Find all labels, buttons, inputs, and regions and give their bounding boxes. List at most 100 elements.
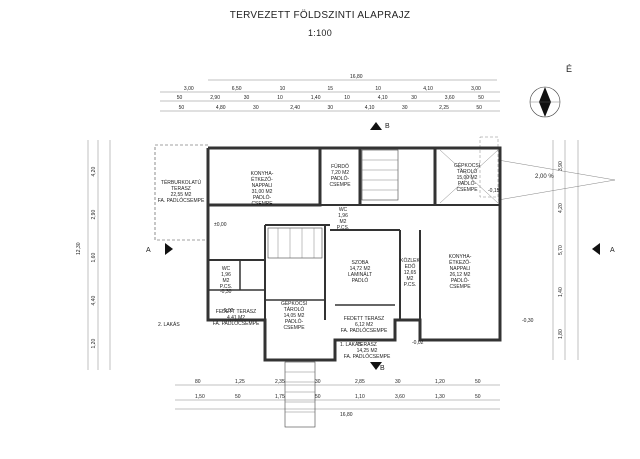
room-label-line: KÖZLEK xyxy=(400,257,420,264)
dim-value: 10 xyxy=(344,95,350,101)
room-label-line: 22,55 M2 xyxy=(171,192,192,198)
dim-value: 30 xyxy=(315,379,321,385)
room-label-line: PADLÓ xyxy=(352,277,369,284)
dim-value: 1,20 xyxy=(91,339,97,349)
dim-value: 2,90 xyxy=(91,210,97,220)
dim-value: 2,40 xyxy=(290,105,300,111)
dim-value: 1,80 xyxy=(558,329,564,339)
level-marks: ±0,00-0,02-0,15-0,30-0,02-0,30 xyxy=(214,188,534,346)
room-label-line: 26,12 M2 xyxy=(450,272,471,278)
dim-value: 5,70 xyxy=(558,245,564,255)
room-label-line: SZOBA xyxy=(352,260,370,266)
room-label-line: FA. PADLÓCSEMPE xyxy=(341,327,388,334)
svg-text:A: A xyxy=(610,247,615,254)
room-label-line: PADLÓ- xyxy=(285,318,304,325)
dim-column-left: 4,202,901,604,401,20 xyxy=(91,167,97,349)
dim-value: 10 xyxy=(280,86,286,92)
dim-value: 50 xyxy=(177,95,183,101)
room-label-line: PADLÓ- xyxy=(458,180,477,187)
room-label-line: 14,05 M2 xyxy=(284,313,305,319)
room-label-line: M2 xyxy=(340,219,347,225)
dim-column-right: 3,90 4,20 5,70 1,40 1,80 xyxy=(558,161,564,339)
dim-value: 4,20 xyxy=(558,203,564,213)
room-label-line: WC xyxy=(222,266,231,272)
dim-value: 2,90 xyxy=(210,95,220,101)
room-label-line: P.CS. xyxy=(337,225,349,231)
dim-value: 30 xyxy=(244,95,250,101)
room-label-line: NAPPALI xyxy=(252,183,273,189)
callout-lakas-2: 2. LAKÁS xyxy=(158,321,180,328)
dim-value: 1,60 xyxy=(91,253,97,263)
dim-value: 50 xyxy=(235,394,241,400)
level-mark: -0,30 xyxy=(220,289,232,295)
dim-value: 2,35 xyxy=(275,379,285,385)
dim-value: 3,00 xyxy=(471,86,481,92)
level-mark: -0,30 xyxy=(522,318,534,324)
dim-value: 1,40 xyxy=(558,287,564,297)
dim-value: 10 xyxy=(277,95,283,101)
room-label-line: PADLÓ- xyxy=(331,175,350,182)
dim-value: 50 xyxy=(475,394,481,400)
room-label-line: 6,12 M2 xyxy=(355,322,373,328)
dim-value: 3,90 xyxy=(558,161,564,171)
room-label-line: TÁROLÓ xyxy=(284,306,305,313)
room-label-line: 1,96 xyxy=(338,213,348,219)
dim-value: 4,10 xyxy=(378,95,388,101)
drawing-scale: 1:100 xyxy=(307,28,333,38)
dim-left-total: 12,30 xyxy=(76,242,82,255)
room-label-line: GÉPKOCSI xyxy=(454,162,480,169)
north-label: É xyxy=(566,64,572,74)
dim-value: 4,20 xyxy=(91,167,97,177)
room-label-line: 15,00 M2 xyxy=(457,175,478,181)
dim-value: 10 xyxy=(375,86,381,92)
room-label-line: TERASZ xyxy=(171,186,191,192)
dim-top-overall: 16,80 xyxy=(350,74,363,80)
dim-value: 3,60 xyxy=(395,394,405,400)
section-marker-a-left: A xyxy=(146,243,173,255)
room-label-line: TÉRBURKOLATÚ xyxy=(161,179,202,186)
level-mark: -0,02 xyxy=(222,308,234,314)
room-label-line: TÁROLÓ xyxy=(457,168,478,175)
dim-value: 50 xyxy=(179,105,185,111)
dim-value: 4,10 xyxy=(423,86,433,92)
dim-value: 30 xyxy=(395,379,401,385)
dim-value: 1,30 xyxy=(435,394,445,400)
dim-value: 50 xyxy=(475,379,481,385)
room-label-line: NAPPALI xyxy=(450,266,471,272)
room-label-line: P.CS. xyxy=(220,284,232,290)
level-mark: -0,15 xyxy=(488,188,500,194)
dimension-lines-sides xyxy=(87,140,579,370)
dim-value: 30 xyxy=(328,105,334,111)
section-marker-a-right: A xyxy=(592,243,615,255)
room-label-line: 31,00 M2 xyxy=(252,189,273,195)
dim-value: 1,25 xyxy=(235,379,245,385)
dim-value: 30 xyxy=(253,105,259,111)
terrace-outline xyxy=(154,136,616,241)
dim-value: 2,25 xyxy=(439,105,449,111)
drawing-title: TERVEZETT FÖLDSZINTI ALAPRAJZ xyxy=(229,10,411,21)
callout-slope: 2,00 % xyxy=(535,174,554,180)
dim-value: 50 xyxy=(478,95,484,101)
room-label-line: GÉPKOCSI xyxy=(281,300,307,307)
room-label-line: CSEMPE xyxy=(449,284,471,290)
room-label-line: M2 xyxy=(223,278,230,284)
room-label-line: PADLÓ- xyxy=(451,277,470,284)
dim-value: 1,40 xyxy=(311,95,321,101)
dimension-lines-top: 16,80 xyxy=(160,74,500,112)
garage-diagonals xyxy=(439,149,499,204)
interior-walls xyxy=(208,204,500,320)
room-label-line: TERASZ xyxy=(357,342,377,348)
room-label-line: M2 xyxy=(407,276,414,282)
room-label-line: LAMINÁLT xyxy=(348,271,372,278)
dim-value: 1,20 xyxy=(435,379,445,385)
room-label-line: 7,20 M2 xyxy=(331,170,349,176)
dim-value: 4,10 xyxy=(365,105,375,111)
room-label-line: CSEMPE xyxy=(283,325,305,331)
stairs-icon xyxy=(267,149,399,259)
room-label-line: KONYHA- xyxy=(449,254,472,260)
